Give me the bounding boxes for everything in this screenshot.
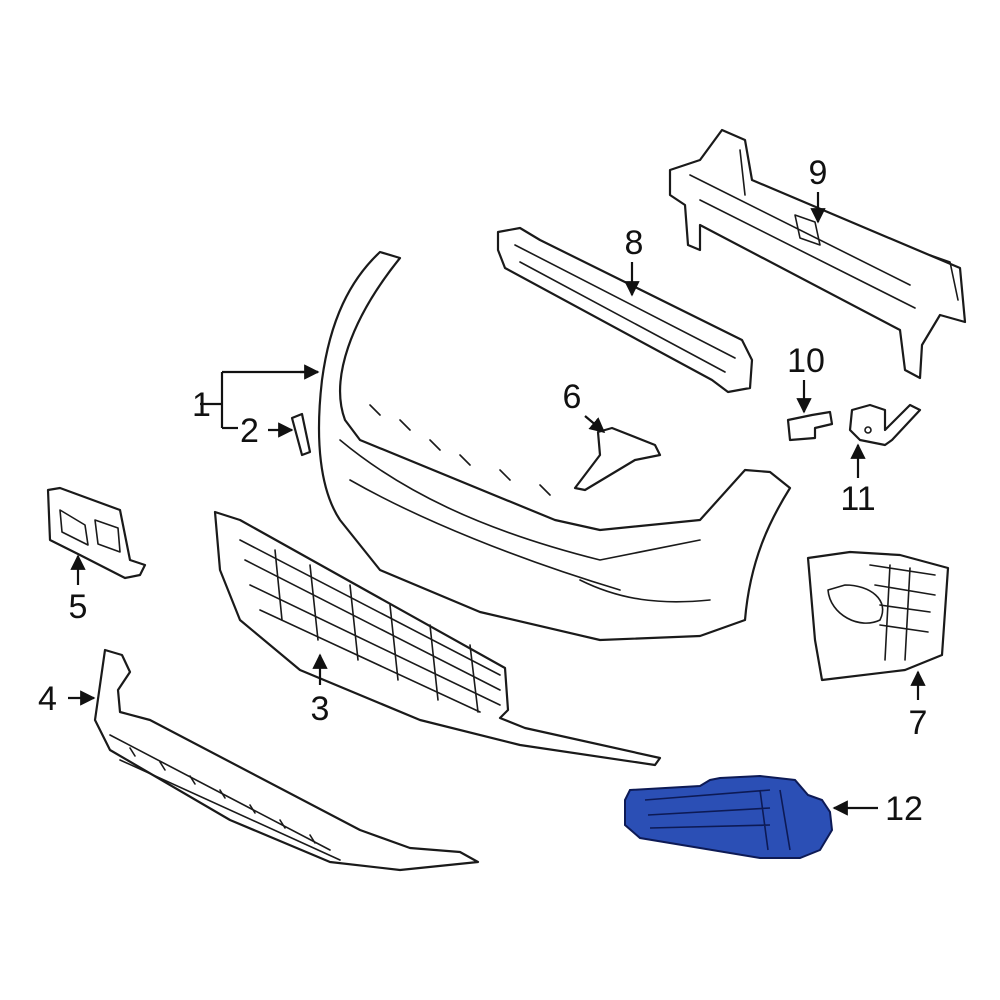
sensor-part[interactable]: [786, 410, 834, 442]
callout-6: 6: [563, 378, 582, 416]
callout-1: 1: [192, 386, 211, 424]
lower-spoiler-part[interactable]: [93, 648, 480, 872]
fog-lamp-housing-part[interactable]: [806, 550, 950, 682]
bumper-cover-part[interactable]: [317, 250, 792, 642]
callout-11: 11: [840, 480, 875, 518]
callout-2: 2: [240, 412, 259, 450]
callout-10: 10: [787, 342, 825, 380]
energy-absorber-part[interactable]: [496, 226, 754, 394]
license-bracket-part[interactable]: [46, 486, 147, 580]
callout-9: 9: [809, 154, 828, 192]
center-bracket-part[interactable]: [573, 426, 662, 492]
bracket-clip-part[interactable]: [290, 412, 312, 457]
callout-7: 7: [909, 704, 928, 742]
reinforcement-beam-part[interactable]: [668, 128, 967, 380]
callout-8: 8: [625, 224, 644, 262]
side-bracket-part[interactable]: [848, 403, 922, 447]
callout-5: 5: [69, 588, 88, 626]
callout-3: 3: [311, 690, 330, 728]
lower-grille-part[interactable]: [213, 510, 662, 767]
leader-lines: [68, 192, 926, 816]
callout-labels: 1 2 3 4 5 6 7 8 9 10 11 12: [38, 154, 927, 828]
callout-4: 4: [38, 680, 57, 718]
callout-12: 12: [885, 790, 923, 828]
fog-lamp-trim-part[interactable]: [624, 774, 834, 859]
